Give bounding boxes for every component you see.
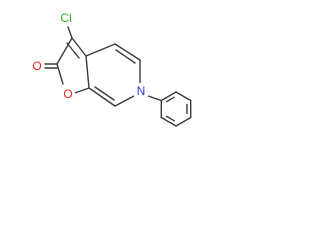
chlorine-atom: Cl <box>56 10 78 26</box>
bond-c4-c5-double <box>115 49 136 64</box>
carbonyl-oxygen-label: O <box>32 59 41 73</box>
bond-phenyl-5-double <box>165 96 176 103</box>
bond-c3-c3a <box>71 37 87 57</box>
bond-n6-c7 <box>114 95 135 107</box>
bond-c3a-c7a <box>85 55 90 89</box>
chemical-structure: Cl O O N <box>30 10 192 127</box>
bond-c3-c2 <box>56 37 73 65</box>
bond-phenyl-4 <box>175 91 192 102</box>
bond-c7-c7a <box>88 87 116 107</box>
bond-phenyl-2 <box>175 116 192 127</box>
chlorine-label: Cl <box>60 11 71 25</box>
bond-phenyl-1 <box>160 116 177 127</box>
bonds <box>44 26 163 107</box>
ring-oxygen-label: O <box>63 87 72 101</box>
atom-labels: Cl O O N <box>30 10 148 102</box>
bond-c2-o1 <box>56 63 64 85</box>
bond-phenyl-1-double <box>165 115 176 122</box>
phenyl-ring <box>160 91 192 127</box>
ring-oxygen-atom: O <box>61 86 75 102</box>
bond-c3a-c4 <box>85 43 116 57</box>
carbonyl-oxygen-atom: O <box>30 58 44 74</box>
ring-nitrogen-atom: N <box>134 83 148 99</box>
bond-c4-c5 <box>114 43 141 61</box>
bond-c7-c7a-double <box>94 86 115 101</box>
bond-c3-c3a-double <box>66 42 80 59</box>
bond-n6-phenyl <box>147 95 163 102</box>
bond-phenyl-5 <box>160 91 177 102</box>
ring-nitrogen-label: N <box>137 84 146 98</box>
bond-c3-cl <box>67 26 73 39</box>
